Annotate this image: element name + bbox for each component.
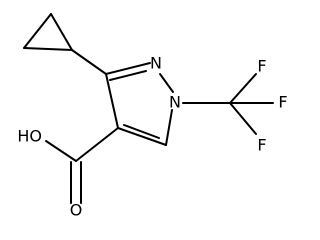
bond-c3-n2-second bbox=[109, 70, 147, 81]
atom-label-f-top: F bbox=[257, 57, 266, 76]
atom-label-n1: N bbox=[169, 93, 181, 112]
pyrazole-ring bbox=[105, 62, 174, 146]
carboxylic-acid-group bbox=[45, 127, 119, 204]
bond-n2-n1 bbox=[159, 73, 174, 93]
cyclopropyl-group bbox=[23, 13, 73, 51]
bond-c5-c4-second bbox=[123, 124, 160, 139]
atom-label-carbonyl-o: O bbox=[70, 201, 83, 220]
bond-cf3-f-bottom bbox=[229, 102, 257, 135]
molecule-structure-diagram: N N F F F HO O bbox=[17, 13, 288, 220]
cyclopropyl-bond-left bbox=[23, 13, 52, 49]
bond-cyclopropyl-c3 bbox=[71, 49, 107, 75]
bond-n1-c5 bbox=[165, 109, 173, 146]
cyclopropyl-bond-bottom bbox=[23, 47, 73, 51]
atom-label-f-bottom: F bbox=[257, 136, 266, 155]
bond-c5-c4 bbox=[117, 127, 167, 146]
bond-c3-n2 bbox=[105, 62, 151, 75]
atom-label-hydroxyl: HO bbox=[17, 127, 42, 146]
atom-label-n2: N bbox=[150, 54, 162, 73]
bond-cf3-f-top bbox=[229, 73, 257, 104]
cyclopropyl-bond-right bbox=[50, 13, 73, 51]
bond-c4-c3 bbox=[105, 73, 119, 129]
atom-label-f-right: F bbox=[278, 93, 287, 112]
trifluoromethyl-group bbox=[229, 73, 274, 135]
bond-cooh-oh bbox=[45, 140, 77, 162]
bond-c4-cooh bbox=[75, 127, 119, 162]
